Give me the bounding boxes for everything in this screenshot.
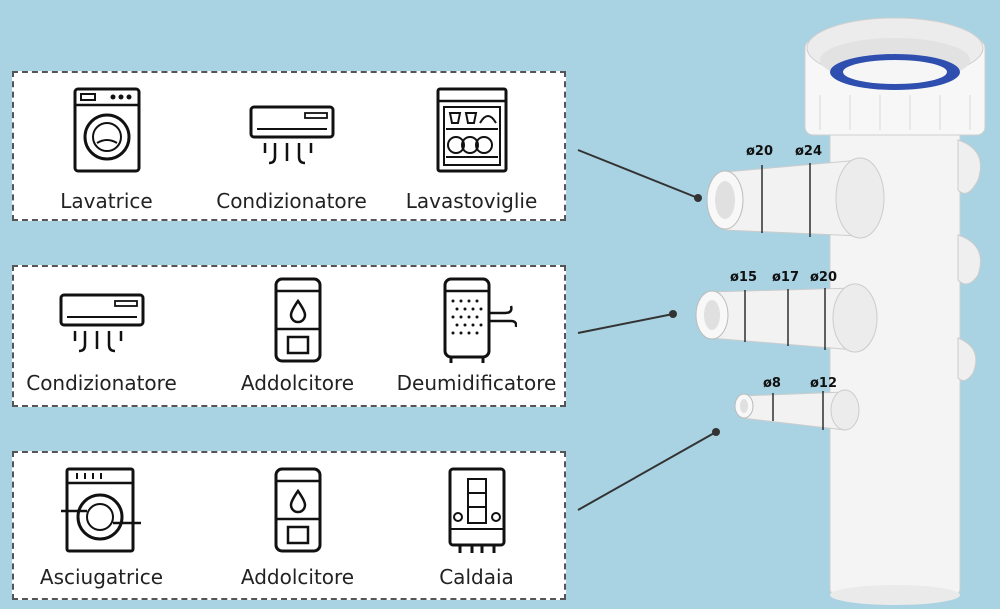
appliance-panel-middle: Condizionatore Addolcitore Deum — [12, 265, 566, 407]
dimension-label: ø20 — [746, 144, 774, 159]
appliance-item: Addolcitore — [210, 267, 385, 405]
appliance-label: Addolcitore — [240, 371, 355, 395]
appliance-item: Asciugatrice — [14, 453, 189, 598]
dimension-label: ø8 — [763, 376, 781, 391]
appliance-item: Condizionatore — [204, 73, 379, 219]
appliance-panel-bottom: Asciugatrice Addolcitore Caldaia — [12, 451, 566, 600]
dimension-label: ø20 — [810, 270, 838, 285]
appliance-item: Caldaia — [389, 453, 564, 598]
leader-line-bottom — [577, 431, 717, 511]
appliance-item: Addolcitore — [210, 453, 385, 598]
appliance-label: Asciugatrice — [39, 565, 164, 589]
boiler-icon — [448, 467, 505, 553]
dimension-label: ø17 — [772, 270, 800, 285]
leader-line-top — [577, 149, 699, 199]
appliance-label: Condizionatore — [26, 371, 177, 395]
dimension-label: ø15 — [730, 270, 758, 285]
air-conditioner-icon — [59, 293, 144, 353]
leader-line-middle — [577, 313, 674, 334]
appliance-label: Lavatrice — [60, 189, 153, 213]
washing-machine-icon — [73, 87, 140, 173]
air-conditioner-icon — [249, 105, 334, 165]
water-softener-icon — [274, 467, 321, 553]
appliance-label: Lavastoviglie — [405, 189, 538, 213]
appliance-item: Deumidificatore — [389, 267, 564, 405]
dishwasher-icon — [436, 87, 507, 173]
appliance-label: Addolcitore — [240, 565, 355, 589]
water-softener-icon — [274, 277, 321, 363]
appliance-label: Condizionatore — [216, 189, 367, 213]
appliance-panel-top: Lavatrice Condizionatore Lavastoviglie — [12, 71, 566, 221]
dryer-icon — [60, 467, 141, 553]
dehumidifier-icon — [443, 277, 517, 363]
appliance-item: Lavastoviglie — [384, 73, 559, 219]
appliance-item: Condizionatore — [14, 267, 189, 405]
appliance-label: Deumidificatore — [396, 371, 557, 395]
dimension-label: ø12 — [810, 376, 838, 391]
dimension-label: ø24 — [795, 144, 823, 159]
appliance-item: Lavatrice — [19, 73, 194, 219]
appliance-label: Caldaia — [439, 565, 514, 589]
